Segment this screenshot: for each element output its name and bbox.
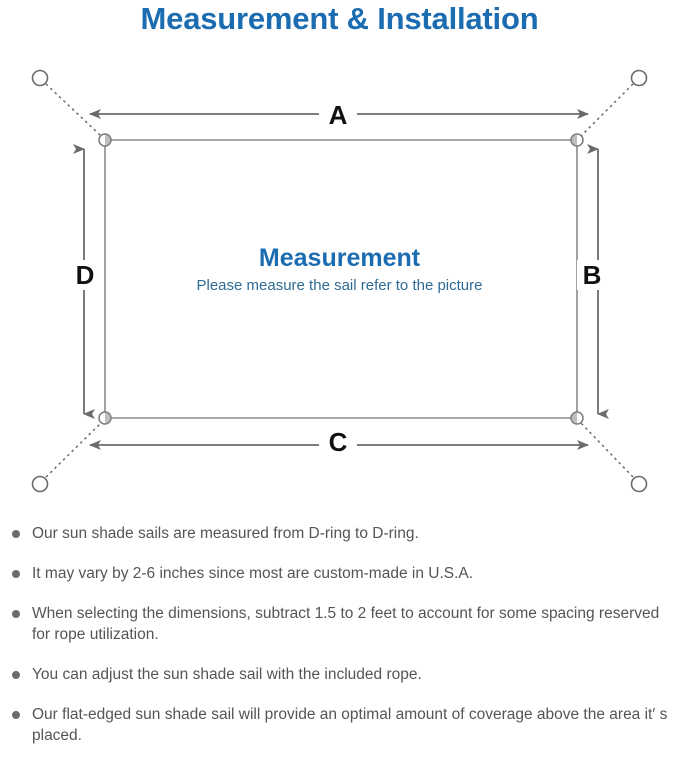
notes-list: Our sun shade sails are measured from D-… <box>0 523 679 765</box>
list-item: Our flat-edged sun shade sail will provi… <box>0 704 679 746</box>
d-ring-bottom-right-fill <box>571 412 577 424</box>
bullet-icon <box>12 671 20 679</box>
dimension-label-c: C <box>319 427 357 457</box>
diagram-svg <box>31 69 648 493</box>
list-item: When selecting the dimensions, subtract … <box>0 603 679 645</box>
dimension-label-b: B <box>577 260 607 290</box>
dimension-label-d: D <box>70 260 100 290</box>
anchor-ring-top-right <box>630 69 648 87</box>
dimension-label-a: A <box>319 100 357 130</box>
page-title: Measurement & Installation <box>140 1 539 36</box>
note-text: Our flat-edged sun shade sail will provi… <box>32 706 668 744</box>
list-item: You can adjust the sun shade sail with t… <box>0 664 679 685</box>
bullet-icon <box>12 711 20 719</box>
d-ring-bottom-left-fill <box>105 412 111 424</box>
anchor-line-top-right <box>580 83 634 137</box>
anchor-line-top-left <box>45 83 102 137</box>
anchor-ring-top-left <box>31 69 49 87</box>
bullet-icon <box>12 570 20 578</box>
d-ring-top-left-fill <box>105 134 111 146</box>
d-ring-top-right-fill <box>571 134 577 146</box>
note-text: Our sun shade sails are measured from D-… <box>32 525 419 542</box>
anchor-ring-bottom-left <box>31 475 49 493</box>
list-item: It may vary by 2-6 inches since most are… <box>0 563 679 584</box>
anchor-line-bottom-right <box>580 422 634 478</box>
bullet-icon <box>12 610 20 618</box>
sail-body <box>104 139 578 419</box>
note-text: It may vary by 2-6 inches since most are… <box>32 565 474 582</box>
bullet-icon <box>12 530 20 538</box>
note-text: When selecting the dimensions, subtract … <box>32 605 660 643</box>
list-item: Our sun shade sails are measured from D-… <box>0 523 679 544</box>
note-text: You can adjust the sun shade sail with t… <box>32 666 422 683</box>
sail-measurement-diagram: A B C D Measurement Please measure the s… <box>0 48 679 513</box>
anchor-line-bottom-left <box>45 422 102 478</box>
anchor-ring-bottom-right <box>630 475 648 493</box>
